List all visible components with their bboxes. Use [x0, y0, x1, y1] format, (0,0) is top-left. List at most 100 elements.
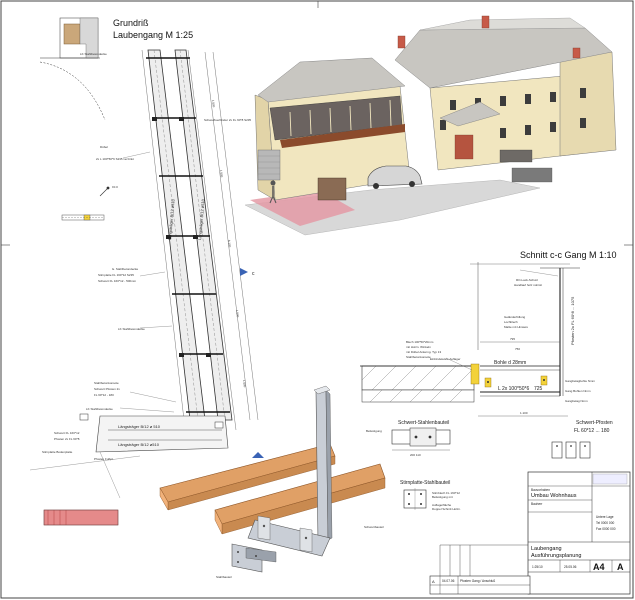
steel-anchor-plate — [231, 543, 277, 573]
post-markers — [152, 117, 211, 357]
angle-dimension: L 2x 100*50*6 — [498, 386, 529, 392]
section-marker-bar — [61, 214, 105, 221]
svg-text:Schweißverbinder 2x FL 60*8 S2: Schweißverbinder 2x FL 60*8 S235 — [204, 118, 251, 122]
rev-date: 04.07.06 — [442, 579, 455, 583]
plan-view: LK Stahlbetondecke Grundriß Laubengang M… — [29, 17, 264, 526]
cross-members — [146, 57, 230, 413]
svg-text:ls. Stahlbetondecke: ls. Stahlbetondecke — [112, 267, 139, 271]
svg-text:Dübel: Dübel — [100, 145, 108, 149]
person-icon — [269, 180, 277, 204]
svg-text:Auflagerfläche: Auflagerfläche — [432, 503, 452, 507]
parts-3d-view: Stahlbauteil Schwertbauteil — [159, 385, 386, 579]
svg-text:Schwert FL 160*12 - 500mm: Schwert FL 160*12 - 500mm — [98, 279, 137, 283]
svg-text:Untere Lage: Untere Lage — [596, 515, 614, 519]
svg-text:±0.0: ±0.0 — [112, 185, 118, 189]
svg-text:Pfosten 2x FL 60*8: Pfosten 2x FL 60*8 — [54, 437, 80, 441]
plank-dimension: Bohle d 28mm — [494, 360, 526, 366]
svg-text:Doppel Schnitt Holzn.: Doppel Schnitt Holzn. — [432, 507, 461, 511]
post-plate-part — [551, 441, 591, 459]
svg-text:Tel 0000 000: Tel 0000 000 — [596, 521, 614, 525]
tb-scale: 1:25/10 — [532, 565, 543, 569]
long-beam-lower-2: Längsträger B/12 ø510 — [118, 442, 160, 447]
timber-beam-upper — [159, 443, 336, 511]
long-beam-lower-1: Längsträger B/12 ø 510 — [118, 424, 161, 429]
tb-project-2: Ausführungsplanung — [531, 553, 581, 559]
existing-wall-detail — [40, 17, 100, 59]
baseplate-title: Stirnplatte-Stahlbauteil — [400, 480, 450, 486]
svg-text:Stirnplatte Bodenplatte: Stirnplatte Bodenplatte — [42, 450, 73, 454]
svg-text:795: 795 — [510, 337, 515, 341]
slab-section — [360, 365, 476, 403]
svg-text:1.100: 1.100 — [520, 411, 528, 415]
svg-text:Schwert Pfosten 2x: Schwert Pfosten 2x — [94, 387, 120, 391]
stringer-part: 200 110 Befestigung — [366, 427, 451, 457]
svg-text:Stahlbetonkonsole: Stahlbetonkonsole — [406, 355, 431, 359]
svg-text:2x L 100*50*6 S235 verzinkt: 2x L 100*50*6 S235 verzinkt — [96, 157, 134, 161]
svg-text:Handlauf holz nolimit: Handlauf holz nolimit — [514, 283, 542, 287]
tb-drawn-label: Bauherr — [531, 502, 543, 506]
svg-text:Stahlbauteil: Stahlbauteil — [216, 575, 232, 579]
tb-index: A — [617, 562, 624, 572]
tb-date: 25.05.06 — [564, 565, 577, 569]
tb-client-label: Bauvorhaben — [531, 488, 550, 492]
long-beam-label-2: Längsträger B/12 ø510 — [197, 198, 206, 240]
svg-text:Gangbelagbohle Nmm: Gangbelagbohle Nmm — [565, 379, 596, 383]
svg-text:1.500: 1.500 — [235, 310, 240, 318]
steel-bracket — [247, 515, 331, 557]
postplate-dim: FL 60*12 ... 180 — [574, 428, 610, 434]
walkway-frame — [141, 49, 237, 431]
svg-text:Gang Bohlen Nmm: Gang Bohlen Nmm — [565, 389, 591, 393]
svg-text:200 110: 200 110 — [410, 453, 421, 457]
svg-text:LK Stahlbetondecke: LK Stahlbetondecke — [86, 407, 113, 411]
postplate-title: Schwert-Pfosten — [576, 420, 613, 426]
svg-text:mit Holzn. Winkeln: mit Holzn. Winkeln — [406, 345, 431, 349]
svg-text:Gangbelag Nmm: Gangbelag Nmm — [565, 399, 588, 403]
car-icon — [367, 165, 423, 189]
svg-text:FL 60*12 - 180: FL 60*12 - 180 — [94, 393, 114, 397]
section-view: Schnitt c-c Gang M 1:10 Pfosten 2x FL 60… — [360, 250, 617, 511]
section-cut-c-marker: c — [240, 268, 264, 458]
rev-index: A — [432, 579, 435, 584]
svg-text:Lochblech: Lochblech — [504, 320, 518, 324]
tb-format: A4 — [593, 562, 605, 572]
svg-text:725: 725 — [534, 386, 543, 392]
north-arrow-icon: ±0.0 — [99, 185, 118, 197]
svg-text:Stahlbetonkonsole: Stahlbetonkonsole — [94, 381, 119, 385]
svg-text:Befestigung mit: Befestigung mit — [432, 495, 453, 499]
svg-text:LK Stahlbetondecke: LK Stahlbetondecke — [80, 52, 107, 56]
svg-text:750: 750 — [515, 347, 520, 351]
post-dimension: Pfosten 2x FL 60*8 ... 1075 — [570, 296, 575, 345]
svg-text:Einbindeleiste Auflager: Einbindeleiste Auflager — [430, 357, 461, 361]
building-3d-view — [244, 15, 617, 236]
plan-lower-end: Längsträger B/12 ø 510 Längsträger B/12 … — [29, 413, 229, 499]
svg-text:Geländerfüllung: Geländerfüllung — [504, 315, 526, 319]
section-title: Schnitt c-c Gang M 1:10 — [520, 250, 617, 260]
stringer-title: Schwert-Stahlenbauteil — [398, 420, 449, 426]
svg-text:Maße mit Hinweis: Maße mit Hinweis — [504, 325, 528, 329]
title-block: Bauvorhaben Umbau Wohnhaus Bauherr Laube… — [429, 471, 631, 595]
plank-yellow-end — [470, 363, 480, 385]
svg-text:Schwert FL 160*12: Schwert FL 160*12 — [54, 431, 80, 435]
svg-text:Blech 100*50*20mm: Blech 100*50*20mm — [406, 340, 434, 344]
svg-text:c: c — [252, 271, 255, 277]
svg-text:Stirnplatte FL 160*12 S235: Stirnplatte FL 160*12 S235 — [98, 273, 134, 277]
svg-text:1.500: 1.500 — [219, 170, 224, 178]
footing-section — [43, 509, 119, 526]
svg-text:1.500: 1.500 — [211, 100, 216, 108]
svg-text:Befestigung: Befestigung — [366, 429, 382, 433]
svg-text:Stirnblech FL 160*12: Stirnblech FL 160*12 — [432, 491, 460, 495]
svg-text:Fax 0000 000: Fax 0000 000 — [596, 527, 616, 531]
svg-text:mit Dübel Ankerng. Typ 13: mit Dübel Ankerng. Typ 13 — [406, 350, 441, 354]
plan-scale: Laubengang M 1:25 — [113, 30, 193, 40]
tb-project-1: Laubengang — [531, 546, 562, 552]
rev-note: Pfosten Gang / Anschluß — [460, 579, 495, 583]
svg-text:Pfosten Fußpl.: Pfosten Fußpl. — [94, 457, 114, 461]
svg-text:Schwertbauteil: Schwertbauteil — [364, 525, 384, 529]
tb-client: Umbau Wohnhaus — [531, 493, 577, 499]
svg-text:RO-Lack-Schutz: RO-Lack-Schutz — [516, 278, 539, 282]
svg-text:6.100: 6.100 — [227, 240, 232, 248]
base-plate-part — [403, 488, 427, 510]
svg-text:1.500: 1.500 — [242, 380, 247, 388]
